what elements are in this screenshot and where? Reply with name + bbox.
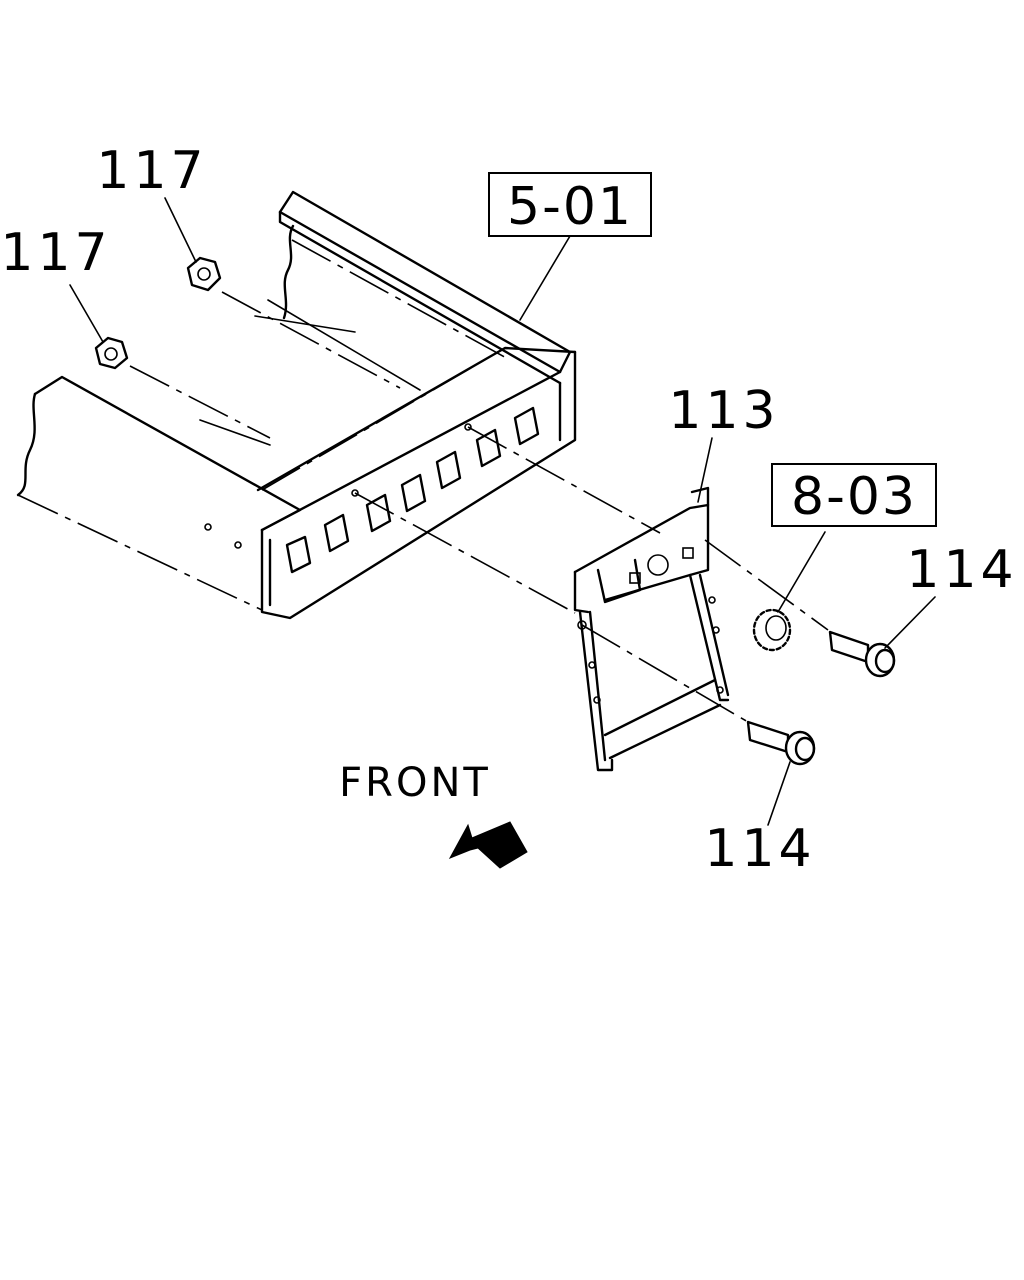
front-arrow-icon: [448, 821, 528, 869]
ref-box-grommet: [771, 463, 937, 527]
nut-117-lower: [94, 336, 129, 370]
bracket-113: [573, 486, 730, 772]
callout-117-lower: 117: [0, 223, 111, 283]
callout-113: 113: [668, 381, 779, 441]
grommet: [752, 608, 792, 652]
frame-crossmember: [16, 190, 577, 620]
bolt-114-right: [828, 630, 896, 678]
ref-box-frame: [488, 172, 652, 237]
ref-label-frame: 5-01: [507, 177, 633, 237]
callout-114-lower: 114: [704, 819, 815, 879]
front-label: FRONT: [339, 760, 491, 806]
leader-lines: [69, 197, 936, 826]
nut-117-upper: [186, 256, 222, 292]
callout-114-right: 114: [906, 540, 1017, 600]
bolt-114-lower: [746, 720, 816, 766]
ref-label-grommet: 8-03: [791, 467, 917, 527]
callout-117-upper: 117: [96, 141, 207, 201]
assembly-lines: [129, 291, 829, 723]
